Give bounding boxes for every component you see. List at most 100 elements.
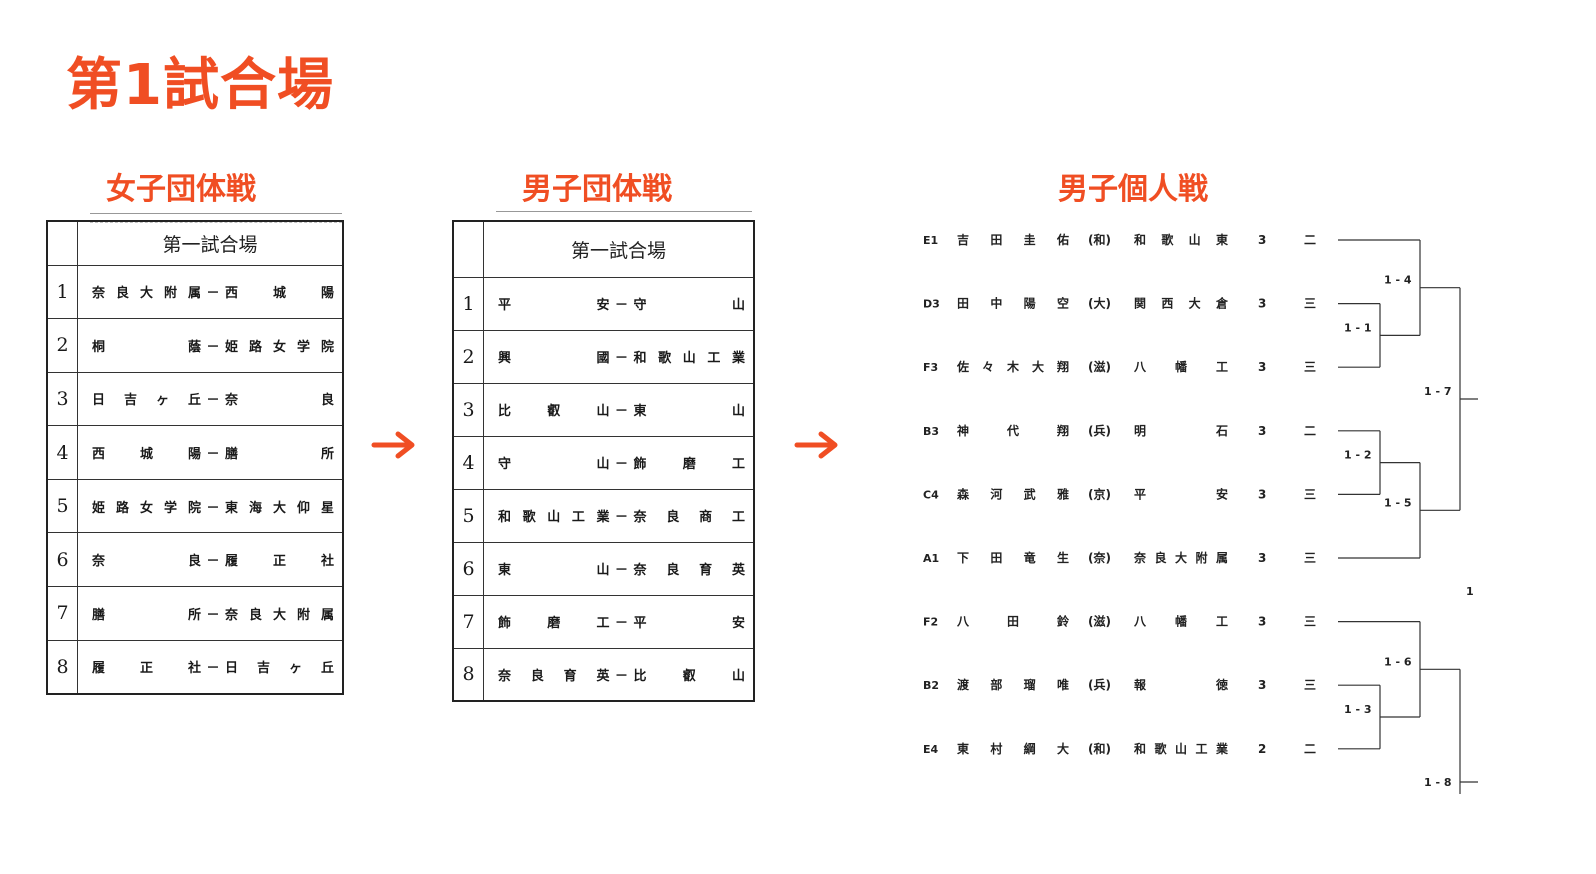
versus-dash: － xyxy=(206,661,220,677)
match-label-1-4: 1 - 4 xyxy=(1384,274,1412,287)
player-name: 唯 xyxy=(1057,677,1069,692)
team-b: 東海大仰星 xyxy=(225,500,334,516)
player-prefecture: (滋) xyxy=(1088,359,1111,374)
player-name: 河 xyxy=(989,486,1002,501)
player-school: 幡 xyxy=(1175,614,1188,629)
team-a: 日吉ヶ丘 xyxy=(92,393,201,409)
match-pairing: 守山－飾磨工 xyxy=(483,435,755,490)
player-name: 佐 xyxy=(956,359,969,374)
match-label-1-8: 1 - 8 xyxy=(1424,776,1452,789)
match-pairing: 日吉ヶ丘－奈良 xyxy=(77,371,344,427)
match-label-1-6: 1 - 6 xyxy=(1384,655,1412,668)
player-school: 倉 xyxy=(1215,296,1229,311)
team-a: 飾磨工 xyxy=(498,616,610,631)
player-seed: A1 xyxy=(923,552,939,565)
versus-dash: － xyxy=(614,351,628,366)
player-name: 田 xyxy=(990,233,1002,247)
player-rank: 三 xyxy=(1304,678,1316,692)
men-individual-heading: 男子個人戦 xyxy=(1058,172,1208,207)
player-rank: 三 xyxy=(1304,487,1316,501)
match-number: 3 xyxy=(452,382,484,437)
table-title: 第一試合場 xyxy=(77,220,344,266)
player-grade: 3 xyxy=(1258,678,1266,692)
player-school: 歌 xyxy=(1161,232,1174,247)
table-row: 2 興國 － 和歌山工業 xyxy=(452,329,755,384)
team-b: 平安 xyxy=(633,616,746,631)
player-seed: F3 xyxy=(923,361,938,374)
match-pairing: 姫路女学院－東海大仰星 xyxy=(77,478,344,534)
player-prefecture: (滋) xyxy=(1088,614,1111,629)
match-pairing: 比叡山－東山 xyxy=(483,382,755,437)
player-grade: 3 xyxy=(1258,297,1266,311)
player-seed: E1 xyxy=(923,234,938,247)
player-name: 木 xyxy=(1006,359,1020,374)
player-seed: F2 xyxy=(923,616,938,629)
player-school: 良 xyxy=(1155,550,1167,565)
player-rank: 三 xyxy=(1304,551,1316,565)
player-school: 山 xyxy=(1189,232,1201,247)
team-b: 比叡山 xyxy=(633,668,745,684)
team-b: 和歌山工業 xyxy=(633,351,745,366)
match-label-1-2: 1 - 2 xyxy=(1344,449,1372,462)
player-school: 平 xyxy=(1134,487,1146,501)
player-name: 田 xyxy=(1007,615,1019,629)
versus-dash: － xyxy=(206,554,220,570)
player-name: 吉 xyxy=(957,232,969,247)
team-a: 平安 xyxy=(498,298,610,313)
match-number: 4 xyxy=(452,435,484,490)
arrow-right-icon xyxy=(794,431,838,459)
player-grade: 3 xyxy=(1258,424,1266,438)
player-school: 和 xyxy=(1133,741,1146,756)
team-b: 奈良 xyxy=(225,393,334,409)
player-seed: C4 xyxy=(923,488,939,501)
player-name: 々 xyxy=(982,360,994,374)
team-b: 膳所 xyxy=(225,447,334,463)
team-a: 奈良 xyxy=(92,554,201,570)
match-label-1-3: 1 - 3 xyxy=(1344,703,1372,716)
player-school: 業 xyxy=(1215,741,1229,756)
player-school: 大 xyxy=(1175,550,1187,565)
player-prefecture: (和) xyxy=(1088,741,1111,756)
player-prefecture: (京) xyxy=(1088,486,1111,501)
match-pairing: 奈良－履正社 xyxy=(77,532,344,588)
team-b: 東山 xyxy=(633,404,746,419)
player-grade: 3 xyxy=(1258,551,1266,565)
versus-dash: － xyxy=(614,563,628,578)
player-name: 部 xyxy=(990,677,1002,692)
player-rank: 三 xyxy=(1304,297,1316,311)
player-school: 八 xyxy=(1133,615,1147,629)
versus-dash: － xyxy=(614,510,628,525)
player-prefecture: (兵) xyxy=(1088,423,1111,438)
match-number: 2 xyxy=(452,329,484,384)
table-title: 第一試合場 xyxy=(483,220,755,278)
player-rank: 二 xyxy=(1304,742,1316,756)
versus-dash: － xyxy=(206,447,220,463)
player-name: 佑 xyxy=(1056,232,1069,247)
match-pairing: 奈良育英－比叡山 xyxy=(483,647,755,702)
team-a: 奈良育英 xyxy=(498,668,610,684)
team-a: 興國 xyxy=(498,351,610,366)
team-a: 姫路女学院 xyxy=(92,500,201,516)
player-name: 渡 xyxy=(957,677,970,692)
player-name: 代 xyxy=(1006,423,1019,438)
match-pairing: 飾磨工－平安 xyxy=(483,594,755,649)
player-name: 田 xyxy=(957,297,969,311)
player-name: 武 xyxy=(1024,486,1036,501)
player-school: 関 xyxy=(1134,297,1146,311)
player-prefecture: (和) xyxy=(1088,232,1111,247)
table-header-row: 第一試合場 xyxy=(452,220,755,278)
team-b: 守山 xyxy=(633,298,746,313)
player-name: 田 xyxy=(990,551,1002,565)
match-number: 1 xyxy=(46,264,78,320)
bracket-page-number: 1 xyxy=(1466,585,1474,598)
